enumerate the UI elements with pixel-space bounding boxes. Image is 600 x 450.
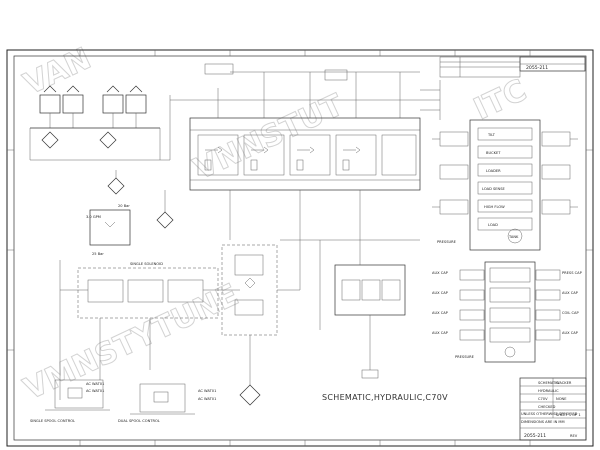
block-b-right-0: PRESS CAP — [562, 271, 583, 275]
block-a-pressure: PRESSURE — [437, 240, 457, 244]
block-b-left-1: AUX CAP — [432, 291, 449, 295]
block-b-pressure: PRESSURE — [455, 355, 475, 359]
main-control-valve — [170, 63, 441, 240]
title-sheet: SHEET 1 OF 1 — [556, 413, 581, 417]
title-block: SCHEMATIC HYDRAULIC C70V CHECKED WACKER … — [519, 377, 587, 441]
block-b-left-0: AUX CAP — [432, 271, 449, 275]
title-row-1: HYDRAULIC — [538, 389, 559, 393]
title-row-0: SCHEMATIC — [538, 381, 559, 385]
right-coil-b: AC WAT01 — [198, 397, 216, 401]
drawing-border — [6, 49, 594, 447]
pilot-controls — [29, 85, 171, 161]
title-row-3: CHECKED — [538, 405, 556, 409]
filter-assembly: 3.0 GPM 20 Bar 25 Bar — [86, 170, 174, 256]
block-b-left-2: AUX CAP — [432, 311, 449, 315]
watermark-text-bottom: VMNSTYTUNE — [19, 277, 244, 407]
control-panels: AC WAT01 AC WAT01 SINGLE SPOOL CONTROL A… — [30, 379, 216, 423]
auxiliary-valve — [280, 230, 420, 379]
left-panel-label: SINGLE SPOOL CONTROL — [30, 419, 75, 423]
title-scale: NONE — [556, 397, 567, 401]
solenoid-valve-block: SINGLE SOLENOID — [59, 260, 240, 400]
block-b-right-1: AUX CAP — [562, 291, 579, 295]
block-a-label-3: LOAD SENSE — [482, 187, 506, 191]
title-company: WACKER — [556, 381, 572, 385]
block-a-label-0: TILT — [487, 133, 496, 137]
drawing-number-box: 2055-211 — [439, 56, 586, 78]
left-coil-b: AC WAT01 — [86, 389, 104, 393]
center-manifold — [221, 215, 301, 406]
watermark-text-right: ITC — [469, 73, 532, 127]
title-row-2: C70V — [538, 397, 548, 401]
left-coil-a: AC WAT01 — [86, 382, 104, 386]
valve-block-a: TILT BUCKET LOADER LOAD SENSE HIGH FLOW … — [432, 119, 578, 251]
footer-drawing-number: 2055-211 — [524, 433, 546, 439]
block-a-label-5: LOAD — [488, 223, 498, 227]
block-a-label-2: LOADER — [486, 169, 501, 173]
block-b-right-3: AUX CAP — [562, 331, 579, 335]
block-b-left-3: AUX CAP — [432, 331, 449, 335]
block-a-label-1: BUCKET — [486, 151, 501, 155]
block-a-label-6: TANK — [508, 235, 519, 239]
right-coil-a: AC WAT01 — [198, 389, 216, 393]
pressure-label-b: 25 Bar — [92, 252, 104, 256]
right-panel-label: DUAL SPOOL CONTROL — [118, 419, 160, 423]
relief-label: 3.0 GPM — [86, 215, 101, 219]
watermark-text-mid: VNNSTUT — [189, 88, 350, 188]
block-a-label-4: HIGH FLOW — [484, 205, 505, 209]
solenoid-block-label: SINGLE SOLENOID — [130, 262, 163, 266]
schematic-title: SCHEMATIC,HYDRAULIC,C70V — [322, 393, 448, 402]
block-b-right-2: COIL CAP — [562, 311, 580, 315]
watermark: VAN VNNSTUT ITC VMNSTYTUNE — [18, 41, 532, 408]
revision-mark: REV — [570, 434, 578, 438]
drawing-number-top: 2055-211 — [526, 65, 548, 71]
pressure-label-a: 20 Bar — [118, 204, 130, 208]
note-1: DIMENSIONS ARE IN MM — [521, 420, 565, 424]
valve-block-b: AUX CAP AUX CAP AUX CAP AUX CAP PRESS CA… — [432, 261, 583, 363]
note-0: UNLESS OTHERWISE SPECIFIED — [521, 412, 578, 416]
